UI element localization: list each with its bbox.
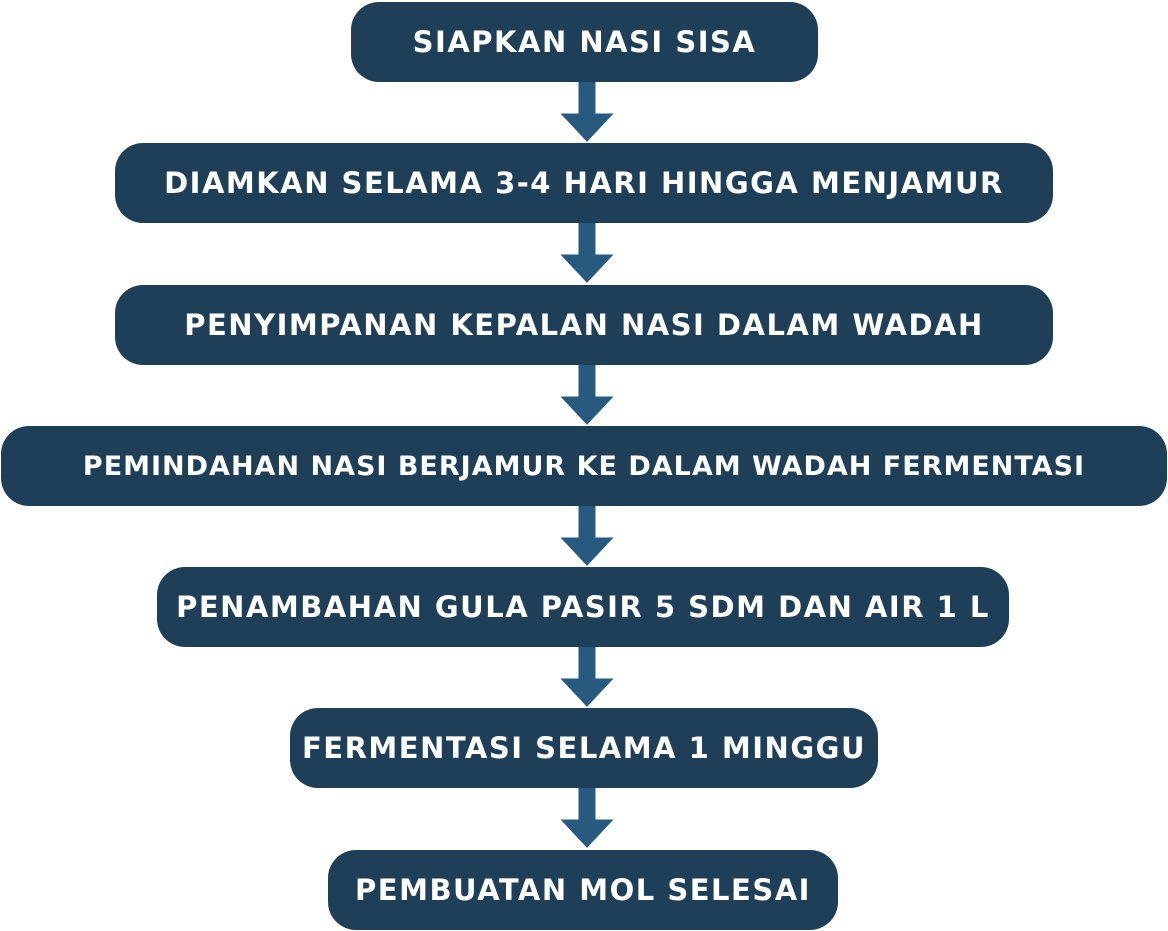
step-box-add-sugar-water: PENAMBAHAN GULA PASIR 5 SDM DAN AIR 1 L bbox=[157, 567, 1009, 647]
step-label: PENYIMPANAN KEPALAN NASI DALAM WADAH bbox=[184, 308, 984, 342]
step-box-finished: PEMBUATAN MOL SELESAI bbox=[328, 850, 838, 930]
step-box-store-rice: PENYIMPANAN KEPALAN NASI DALAM WADAH bbox=[115, 285, 1053, 365]
step-label: DIAMKAN SELAMA 3-4 HARI HINGGA MENJAMUR bbox=[164, 166, 1004, 200]
step-box-ferment: FERMENTASI SELAMA 1 MINGGU bbox=[290, 708, 878, 788]
step-box-prepare-rice: SIAPKAN NASI SISA bbox=[351, 2, 818, 82]
step-label: PEMBUATAN MOL SELESAI bbox=[355, 873, 811, 907]
step-box-let-mold: DIAMKAN SELAMA 3-4 HARI HINGGA MENJAMUR bbox=[115, 143, 1053, 223]
step-label: SIAPKAN NASI SISA bbox=[412, 25, 757, 59]
step-box-transfer-rice: PEMINDAHAN NASI BERJAMUR KE DALAM WADAH … bbox=[1, 426, 1167, 506]
step-label: FERMENTASI SELAMA 1 MINGGU bbox=[301, 731, 866, 765]
step-label: PENAMBAHAN GULA PASIR 5 SDM DAN AIR 1 L bbox=[176, 590, 990, 624]
step-label: PEMINDAHAN NASI BERJAMUR KE DALAM WADAH … bbox=[82, 450, 1086, 482]
